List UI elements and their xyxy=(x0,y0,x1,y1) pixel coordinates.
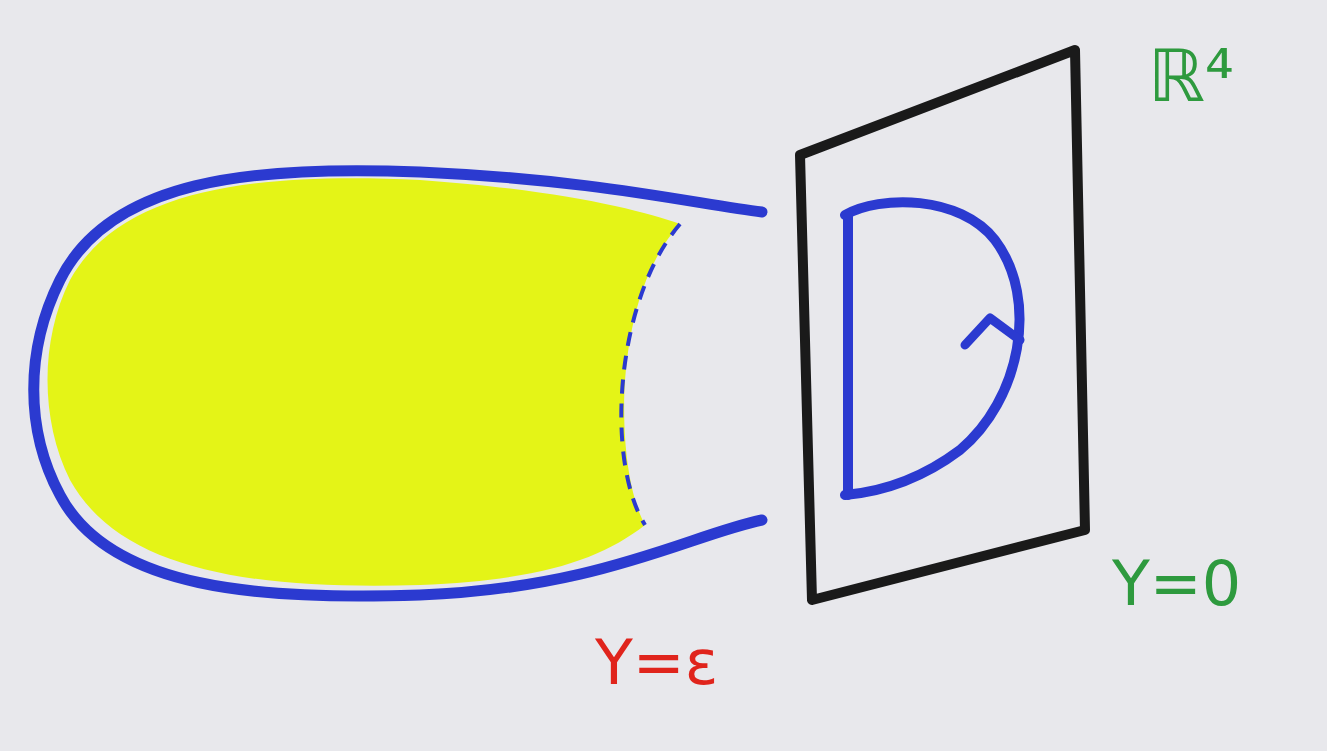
filled-surface xyxy=(48,178,681,585)
orientation-arrow xyxy=(965,318,1020,345)
wilson-loop xyxy=(845,202,1020,495)
math-label: Y=0 xyxy=(1112,553,1241,615)
boundary-plane xyxy=(800,50,1085,600)
dashed-cut xyxy=(621,224,680,525)
loop-segment xyxy=(843,215,853,495)
tube-outline xyxy=(34,171,762,597)
math-label: Y=ε xyxy=(595,632,718,694)
math-label: ℝ⁴ xyxy=(1148,40,1234,112)
